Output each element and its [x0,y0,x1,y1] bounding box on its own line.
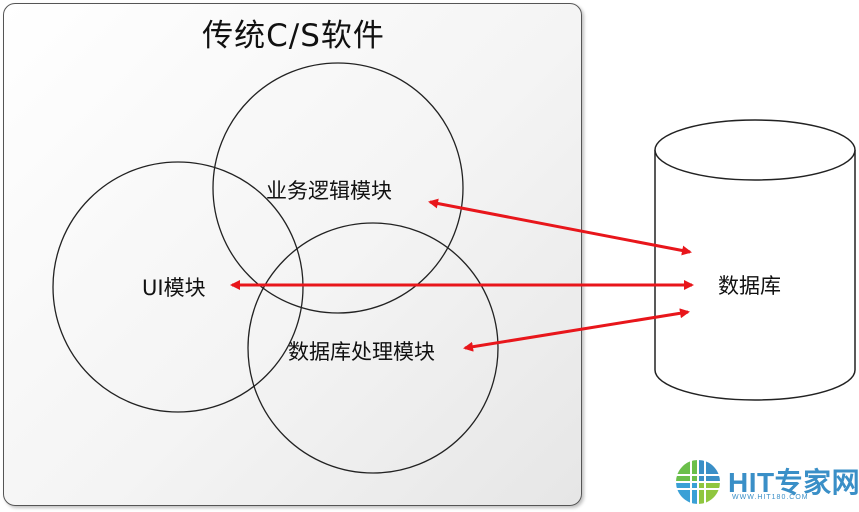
business-logic-label: 业务逻辑模块 [266,179,392,203]
globe-icon [676,460,720,504]
arrow-data-processing-database [463,308,690,352]
arrow-business-logic-database [428,198,692,256]
logo-text: HIT专家网 [728,467,859,498]
hit-logo: HIT专家网 WWW.HIT180.COM [672,455,859,510]
database-label: 数据库 [718,274,781,298]
container-title: 传统C/S软件 [202,18,385,54]
ui-label: UI模块 [142,276,206,300]
database-cylinder [654,119,856,401]
data-processing-label: 数据库处理模块 [288,340,435,364]
logo-url-text: WWW.HIT180.COM [732,494,809,501]
business-logic-circle [212,62,464,314]
